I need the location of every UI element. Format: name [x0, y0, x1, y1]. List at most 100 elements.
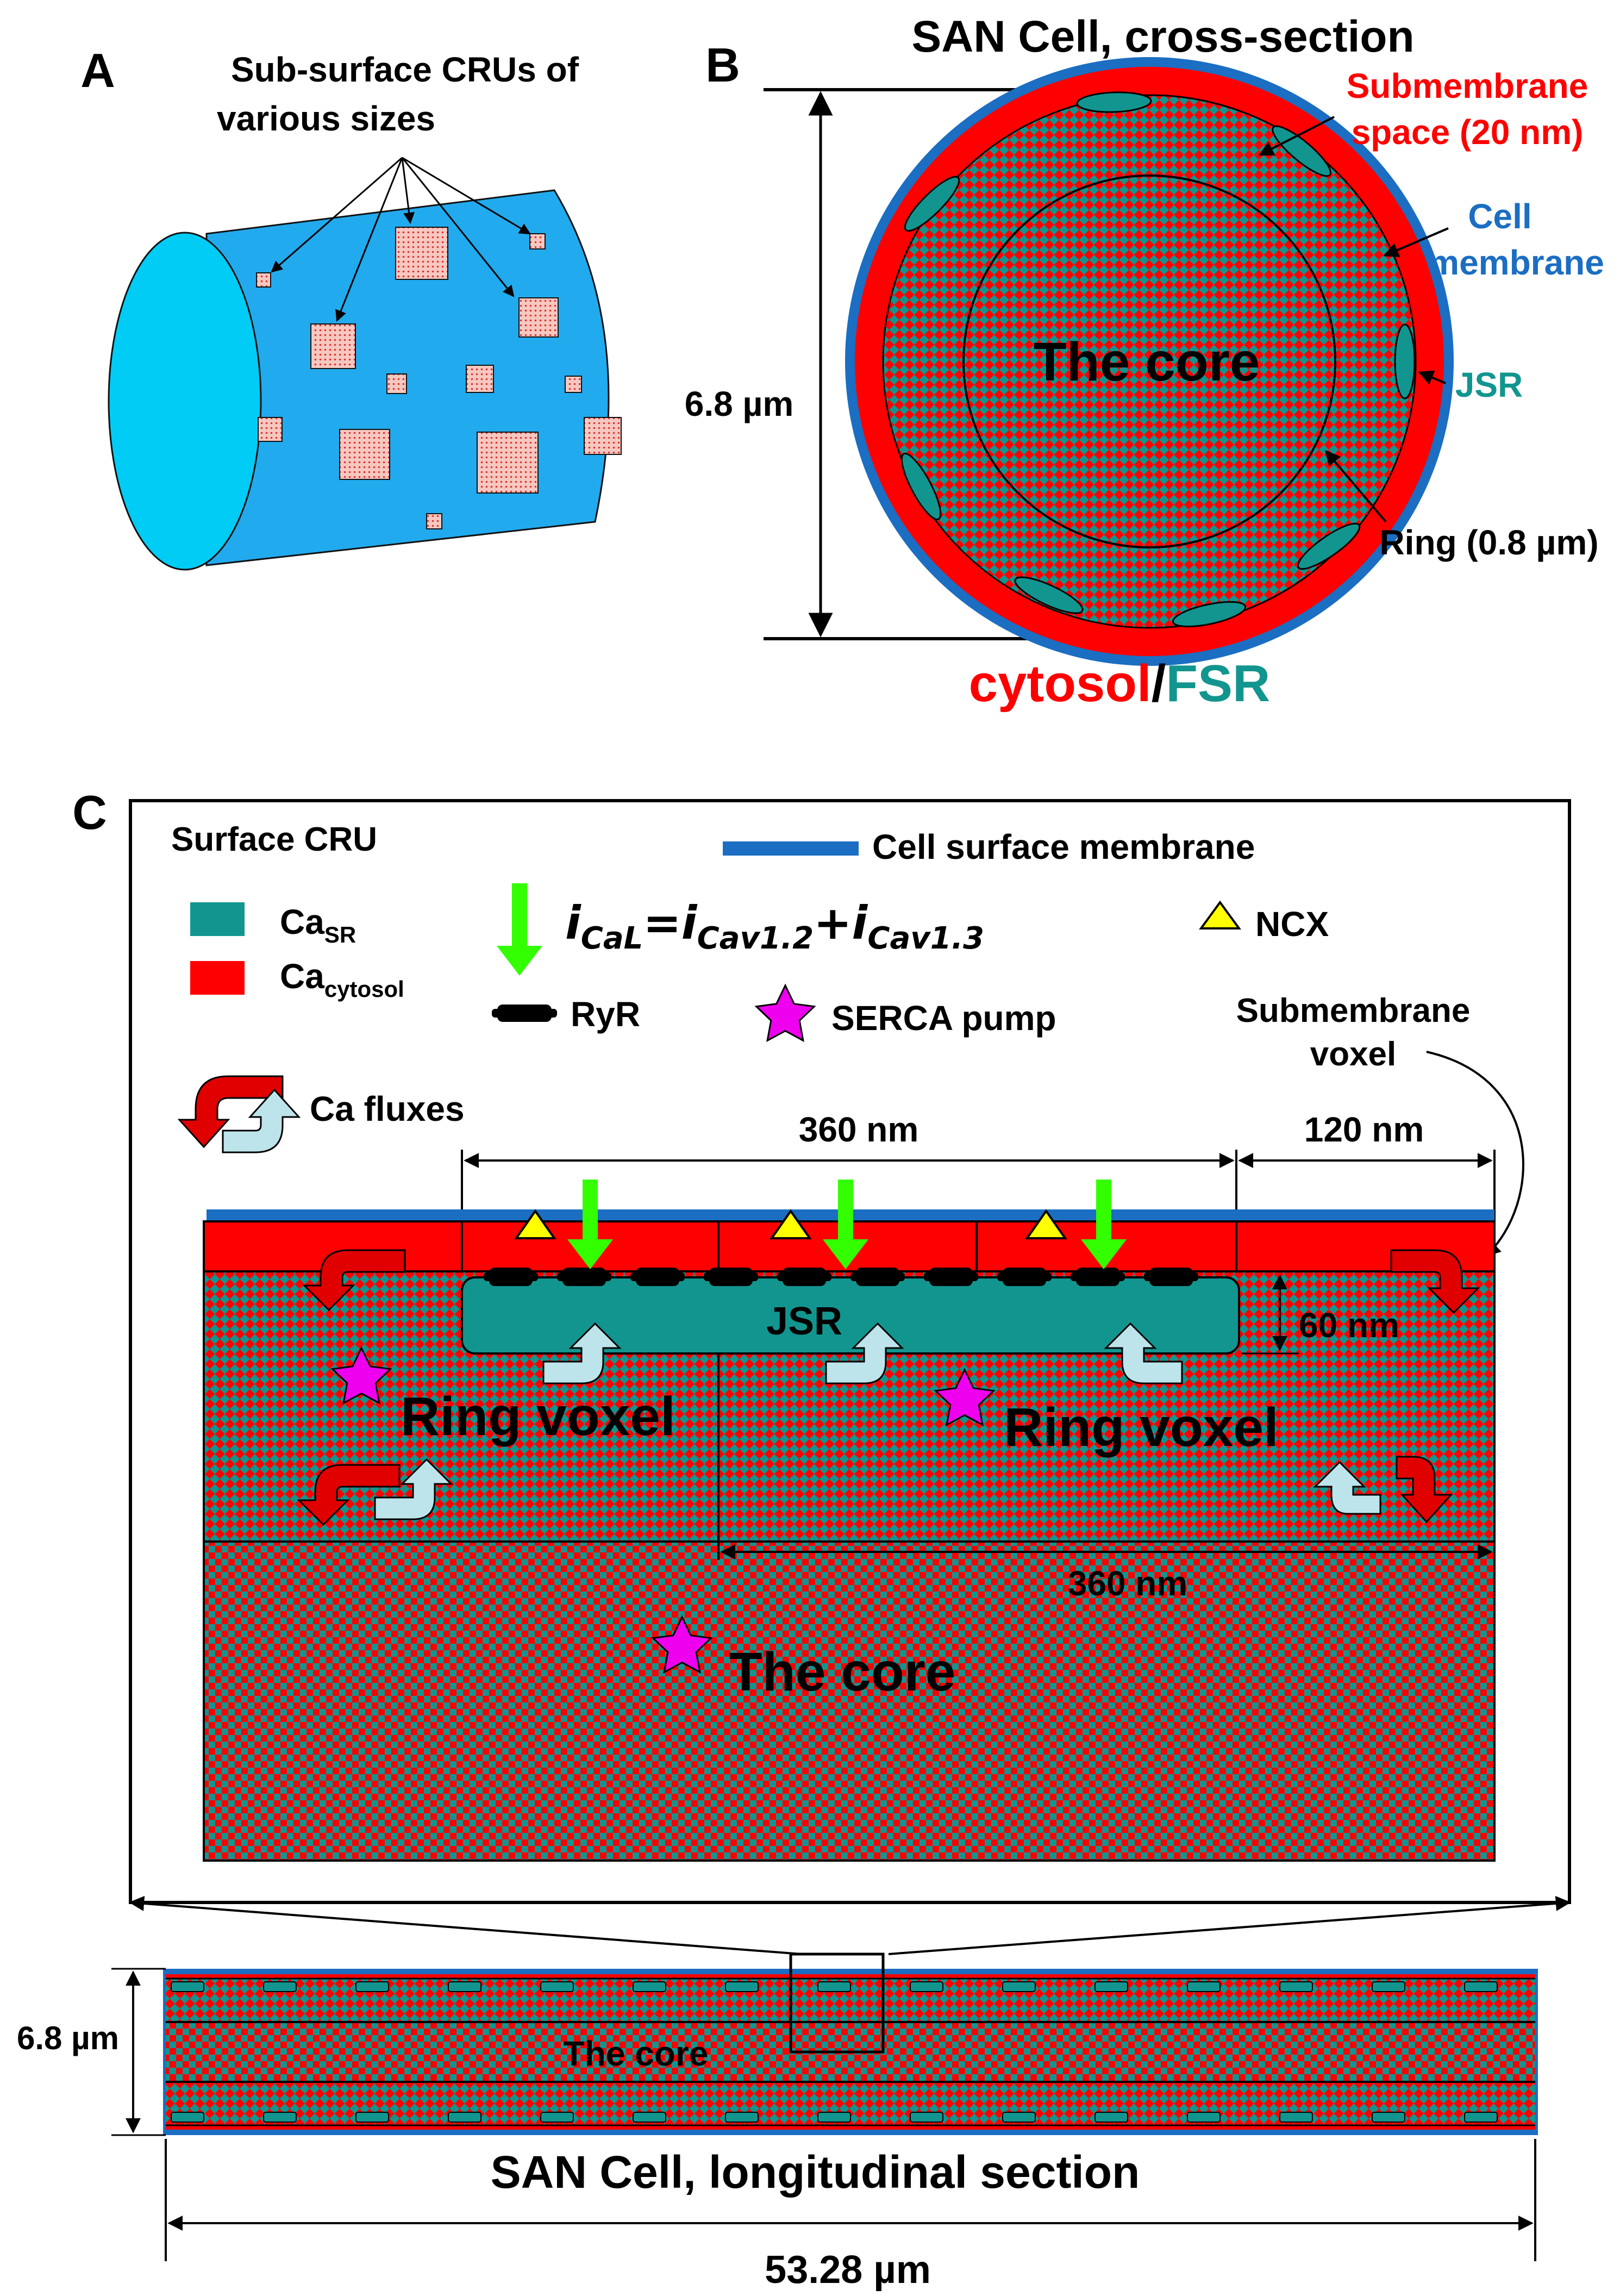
light-flux-arrow [374, 1458, 453, 1520]
jsr-patch [263, 1981, 297, 1992]
ical-arrows [567, 1180, 1127, 1269]
jsr-patch [910, 1981, 943, 1992]
core-label: The core [1034, 332, 1260, 392]
jsr-ellipse [1394, 323, 1416, 400]
jsr-patch [817, 2112, 851, 2123]
jsr-pointer [1418, 370, 1446, 385]
jsr-ellipse [1272, 125, 1331, 177]
jsr-patch [1372, 2112, 1405, 2123]
ical-equation: iCaL=iCav1.2+iCav1.3 [565, 896, 984, 956]
core-boundary [962, 174, 1336, 548]
cell-surface-membrane-label: Cell surface membrane [872, 827, 1255, 866]
panel-b: B SAN Cell, cross-section 6.8 µm The cor… [685, 12, 1604, 713]
panel-a-title-line2: various sizes [217, 99, 435, 138]
cru-patch [466, 365, 494, 393]
cytosol-fsr-caption: cytosol/FSR [969, 654, 1271, 713]
jsr-patch [633, 2112, 666, 2123]
ical-arrow-legend [497, 883, 542, 976]
jsr-patch [1372, 1981, 1405, 1992]
cru-patch [310, 323, 356, 369]
cross-section-title: SAN Cell, cross-section [911, 12, 1414, 61]
slash: / [1152, 654, 1166, 713]
ical-arrow [823, 1180, 868, 1269]
fsr-word: FSR [1166, 654, 1270, 713]
jsr-patch [355, 2112, 389, 2123]
longitudinal-section: The core 6.8 µm SAN Cell, longitudinal s… [17, 1952, 1538, 2292]
red-flux-arrow [297, 1464, 401, 1526]
cell-membrane-label-line1: Cell [1468, 197, 1531, 236]
red-flux-arrow [1396, 1456, 1453, 1524]
jsr-patch [171, 1981, 204, 1992]
ring-voxel-right-label: Ring voxel [1004, 1397, 1279, 1458]
cru-patch [339, 429, 390, 480]
jsr-ellipse [900, 452, 942, 521]
ryr-channel [777, 1268, 831, 1286]
submembrane-voxel-label-line2: voxel [1310, 1035, 1397, 1073]
legend: Surface CRU Cell surface membrane CaSR C… [171, 821, 1524, 1257]
jsr-patch [1464, 1981, 1498, 1992]
jsr-patch [448, 2112, 481, 2123]
cru-patch [395, 227, 448, 280]
surface-cru-label: Surface CRU [171, 821, 377, 858]
serca-star [330, 1346, 392, 1405]
ca-fluxes-label: Ca fluxes [310, 1089, 465, 1128]
ncx-label: NCX [1255, 904, 1329, 944]
ryr-legend-icon [492, 1004, 557, 1022]
ryr-channel [557, 1268, 611, 1286]
height-label: 6.8 µm [17, 2020, 119, 2056]
submembrane-voxel-pointer [1426, 1051, 1524, 1257]
dim-360-top-label: 360 nm [799, 1110, 919, 1149]
jsr-ellipse [1076, 91, 1152, 113]
jsr-ellipses [900, 91, 1416, 628]
ca-sr-swatch [190, 902, 245, 936]
light-flux-arrow [1313, 1461, 1381, 1515]
jsr-patch [1002, 1981, 1036, 1992]
ncx-triangle [514, 1209, 556, 1239]
ical-arrow [1081, 1180, 1127, 1269]
jsr-patch [540, 1981, 574, 1992]
dim-120-label: 120 nm [1304, 1110, 1424, 1149]
cell-membrane-pointer [1383, 227, 1449, 257]
serca-star-legend [754, 983, 816, 1043]
jsr-patch [817, 1981, 851, 1992]
ncx-triangle [1025, 1209, 1067, 1239]
submembrane-pointer [1258, 116, 1335, 156]
ca-fluxes-legend-icon [177, 1075, 301, 1153]
ryr-channel [850, 1268, 905, 1286]
cru-patch [565, 376, 582, 393]
ryr-channel [630, 1268, 685, 1286]
jsr-patch [633, 1981, 666, 1992]
cru-pointer-arrows [271, 157, 531, 322]
ca-cytosol-swatch [190, 961, 245, 995]
ryr-label: RyR [571, 995, 640, 1034]
cru-patch [386, 373, 407, 394]
cru-patch [256, 272, 271, 288]
submembrane-label-line1: Submembrane [1347, 66, 1588, 105]
jsr-ellipse [1172, 601, 1247, 628]
jsr-patch [171, 2112, 204, 2123]
panel-a: A Sub-surface CRUs of various sizes [80, 43, 622, 571]
serca-label: SERCA pump [831, 999, 1056, 1038]
panel-c-letter: C [72, 785, 107, 839]
panel-b-letter: B [705, 38, 740, 92]
jsr-patch [448, 1981, 481, 1992]
cru-patch [426, 513, 442, 529]
cell-surface-membrane-swatch [723, 841, 859, 856]
cru-patch [529, 233, 546, 249]
dim-60-label: 60 nm [1299, 1306, 1399, 1345]
jsr-patch [1094, 1981, 1128, 1992]
jsr-patch [1279, 2112, 1313, 2123]
jsr-patch [910, 2112, 943, 2123]
red-flux-arrow [1390, 1249, 1480, 1314]
light-flux-arrow [1104, 1322, 1183, 1384]
jsr-patch [1279, 1981, 1313, 1992]
diameter-label: 6.8 µm [685, 384, 794, 423]
zoom-lines [129, 1895, 1571, 1955]
jsr-patch [263, 2112, 297, 2123]
jsr-ellipse [1014, 576, 1084, 614]
ca-sr-label: CaSR [280, 902, 356, 947]
core-label-c: The core [729, 1642, 956, 1702]
longitudinal-core-label: The core [564, 2034, 709, 2073]
cytosol-word: cytosol [969, 654, 1152, 713]
